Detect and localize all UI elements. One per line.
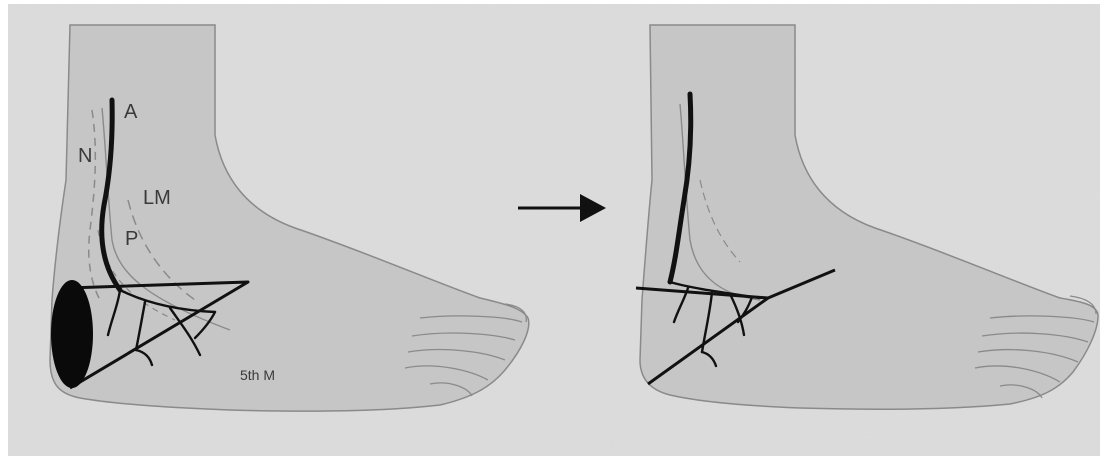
label-p: P: [125, 228, 138, 250]
heel-defect: [51, 280, 93, 388]
label-5th-m: 5th M: [240, 367, 275, 383]
label-lm: LM: [143, 187, 171, 209]
label-n: N: [78, 145, 92, 167]
label-a: A: [124, 101, 138, 123]
